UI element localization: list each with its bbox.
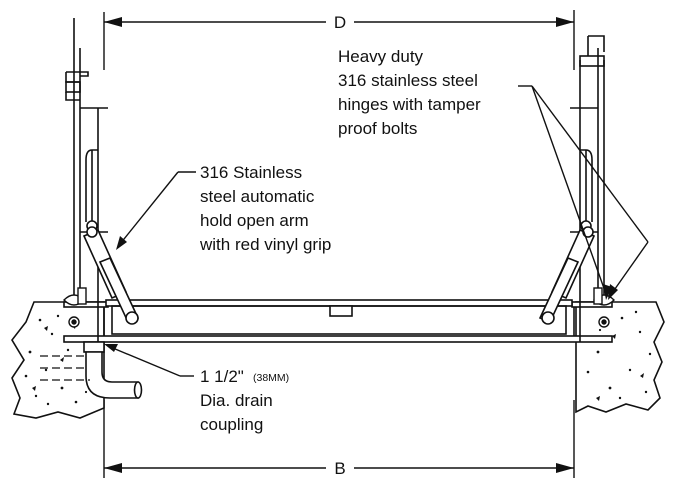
leader-hinges-down — [609, 241, 649, 297]
arrowhead-drain — [104, 344, 118, 352]
dimension-d — [103, 10, 575, 70]
arrowhead-b-right — [556, 463, 574, 473]
leader-arm-diagonal — [119, 171, 179, 245]
dimension-label-d: D — [334, 13, 346, 32]
callout-arm-line-1: 316 Stainless — [200, 163, 302, 182]
arrowhead-d-right — [556, 17, 574, 27]
lift-handle-slot — [329, 305, 353, 317]
dimension-b — [103, 400, 575, 478]
callout-drain-line-1: Dia. drain — [200, 391, 273, 410]
callout-drain-line-2: coupling — [200, 415, 263, 434]
leader-hinges-to-right — [531, 85, 649, 243]
frame-bottom-plate — [63, 335, 613, 343]
leader-drain-diagonal — [107, 345, 181, 377]
callout-drain-size: 1 1/2" — [200, 367, 244, 386]
leader-hinges-to-left — [531, 85, 607, 295]
callout-arm: 316 Stainless steel automatic hold open … — [199, 163, 331, 254]
arrowhead-d-left — [104, 17, 122, 27]
callout-arm-line-2: steel automatic — [200, 187, 315, 206]
callout-hinges: Heavy duty 316 stainless steel hinges wi… — [338, 47, 518, 138]
dimension-label-b: B — [334, 459, 345, 478]
callout-hinges-line-4: proof bolts — [338, 119, 417, 138]
callout-drain-metric: (38MM) — [253, 372, 289, 384]
leader-lines — [104, 85, 649, 377]
concrete-slab-right — [575, 301, 665, 414]
arrowhead-arm — [116, 236, 127, 250]
drain-coupling — [40, 341, 143, 399]
callout-hinges-line-1: Heavy duty — [338, 47, 424, 66]
left-hold-open-arm — [82, 226, 140, 325]
door-leaf — [105, 299, 573, 335]
callout-hinges-line-2: 316 stainless steel — [338, 71, 478, 90]
arrowhead-hinges-right — [608, 284, 618, 300]
callout-arm-line-4: with red vinyl grip — [199, 235, 331, 254]
arrowhead-b-left — [104, 463, 122, 473]
callout-hinges-line-3: hinges with tamper — [338, 95, 481, 114]
callout-drain: 1 1/2" (38MM) Dia. drain coupling — [200, 367, 289, 434]
callout-arm-line-3: hold open arm — [200, 211, 309, 230]
left-hinge-bolts — [63, 287, 87, 328]
